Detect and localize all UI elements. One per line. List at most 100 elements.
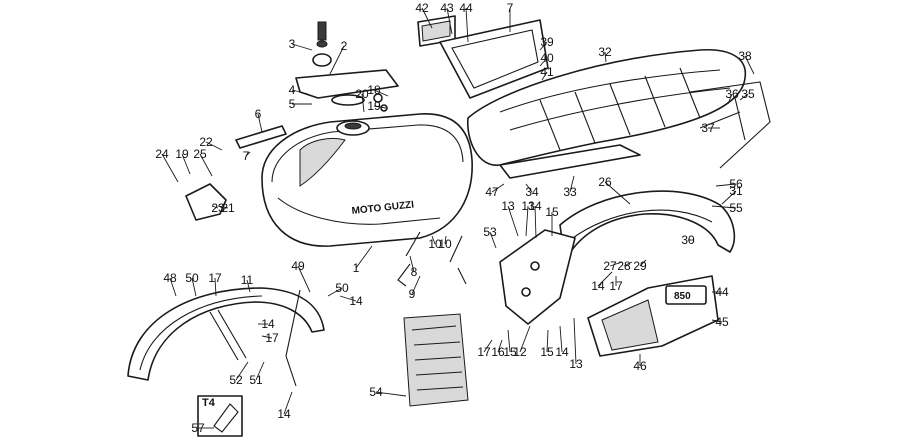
callout-label: 47 [485,185,499,199]
callout-leader [431,235,436,245]
callout-label: 50 [335,281,349,295]
callout-label: 53 [483,225,497,239]
callout-leader [373,89,389,97]
callout-label: 35 [741,87,755,101]
callout-leader [235,361,249,381]
callout-leader [355,245,373,269]
callout-label: 9 [409,287,416,301]
callout-label: 13 [521,199,535,213]
callout-label: 54 [369,385,383,399]
callout-label: 27 [603,259,617,273]
callout-leader [421,7,433,29]
callout-leader [604,51,607,63]
callout-leader [525,205,529,237]
side-cover-upper [417,15,549,99]
callout-label: 4 [289,83,296,97]
callout-label: 46 [633,359,647,373]
callout-label: 42 [415,1,429,15]
callout-leader [291,43,313,51]
callout-leader [446,7,453,35]
callout-label: 13 [569,357,583,371]
emblem-strip [235,125,287,149]
callout-label: 39 [540,35,554,49]
callout-leader [609,261,623,267]
callout-leader [721,190,737,205]
callout-leader [217,205,229,209]
fuel-tank: MOTO GUZZI [261,113,473,247]
callout-leader [539,41,548,51]
callout-leader [375,391,407,397]
callout-label: 49 [291,259,305,273]
callout-leader [539,57,548,67]
callout-leader [199,153,213,177]
tool-pouch [403,313,469,407]
callout-label: 10 [438,237,452,251]
callout-leader [507,205,519,237]
callout-leader [559,325,563,353]
callout-label: 26 [598,175,612,189]
callout-label: 48 [163,271,177,285]
callout-leader [507,329,511,353]
callout-label: 1 [353,261,360,275]
callout-leader [246,279,251,293]
panel-badge: 850 [674,291,691,302]
callout-label: 14 [349,294,363,308]
callout-label: 16 [491,345,505,359]
callout-leader [546,329,549,353]
callout-label: 15 [540,345,554,359]
callout-leader [211,205,219,209]
callout-labels: 1234567789101011121313131414141414141515… [155,1,755,435]
callout-label: 40 [540,51,554,65]
callout-label: 7 [507,1,514,15]
callout-label: 44 [715,285,729,299]
seat-frame-rail [689,81,771,169]
callout-label: 7 [243,149,250,163]
callout-leader [489,231,497,249]
rear-fender [559,190,736,263]
callout-leader [573,317,577,365]
callout-leader [534,205,537,239]
tank-cover [295,21,399,106]
callout-leader [444,235,447,245]
front-fender [127,287,325,381]
callout-label: 14 [591,279,605,293]
callout-label: 22 [199,135,213,149]
callout-label: 45 [715,315,729,329]
callout-label: 52 [229,373,243,387]
callout-label: 14 [528,199,542,213]
callout-leader [411,275,421,295]
callout-label: 21 [221,201,235,215]
callout-label: 44 [459,1,473,15]
callout-leader [255,361,265,381]
callout-label: 20 [355,87,369,101]
callout-label: 55 [729,201,743,215]
callout-label: 32 [598,45,612,59]
callout-label: 31 [729,184,743,198]
callout-leader [191,277,197,297]
callout-leader [205,141,223,151]
callout-label: 51 [249,373,263,387]
callout-label: 17 [208,271,222,285]
callout-label: 37 [701,121,715,135]
callout-label: 29 [633,259,647,273]
callout-label: 13 [501,199,515,213]
tank-strap-and-bolts [373,93,467,287]
callout-leader [541,71,548,81]
callout-label: 15 [545,205,559,219]
callout-leader [245,151,251,157]
callout-leader [327,287,343,297]
callout-leader [569,175,575,193]
callout-label: 11 [241,273,254,287]
callout-label: 14 [277,407,291,421]
callout-label: 43 [440,1,454,15]
callout-leader [181,153,191,175]
callout-label: 23 [211,201,225,215]
callout-leader [519,325,531,353]
callout-label: 19 [175,147,189,161]
callout-label: 30 [681,233,695,247]
callout-label: 15 [503,345,517,359]
callout-leader [465,7,469,43]
callout-leader [261,335,273,339]
inset-tag: T4 [202,397,216,409]
side-panel-right: 850 [587,275,719,357]
